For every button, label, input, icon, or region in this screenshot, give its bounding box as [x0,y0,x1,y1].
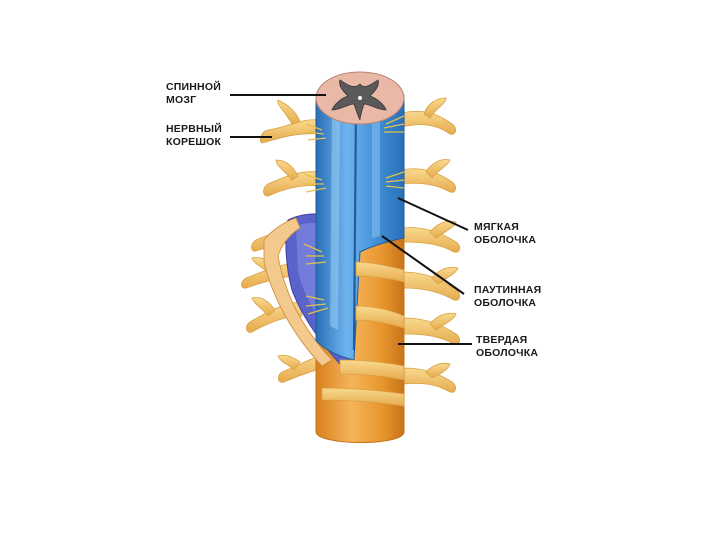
label-dura-mater: ТВЕРДАЯ ОБОЛОЧКА [476,334,538,360]
label-arachnoid-mater: ПАУТИННАЯ ОБОЛОЧКА [474,284,541,310]
label-nerve-root: НЕРВНЫЙ КОРЕШОК [166,123,222,149]
leader-lines [230,94,472,345]
nerve-left-5b [251,297,276,317]
right-nerves [397,97,460,393]
central-canal [358,96,362,100]
label-pia-mater-line1: МЯГКАЯ [474,221,519,233]
label-pia-mater: МЯГКАЯ ОБОЛОЧКА [474,221,536,247]
anterior-median-fissure [352,103,358,351]
nerve-front-3 [339,359,405,381]
rootlets [303,115,405,315]
label-spinal-cord: СПИННОЙ МОЗГ [166,81,221,107]
label-nerve-root-line2: КОРЕШОК [166,136,222,148]
label-pia-mater-line2: ОБОЛОЧКА [474,234,537,246]
nerve-left-6b [277,354,301,371]
label-nerve-root-line1: НЕРВНЫЙ [166,123,222,135]
label-dura-mater-line2: ОБОЛОЧКА [476,347,539,359]
label-arachnoid-mater-line2: ОБОЛОЧКА [474,297,537,309]
dura-flap-left [263,217,333,367]
nerve-front-2 [355,305,405,329]
leader-pia [397,197,469,231]
front-nerves [321,261,405,407]
nerve-left-1b [277,99,301,125]
nerve-front-4 [321,387,405,407]
nerve-right-6b [425,362,451,379]
nerve-right-2b [425,159,451,179]
nerve-left-2b [275,159,299,181]
label-spinal-cord-line1: СПИННОЙ [166,81,221,93]
leader-arachnoid [381,235,465,295]
label-arachnoid-mater-line1: ПАУТИННАЯ [474,284,542,296]
nerve-front-1 [355,261,405,283]
nerve-right-5b [429,312,457,331]
cord-highlight-right [372,104,380,238]
nerve-right-1b [423,97,447,119]
cross-section-grey-matter [331,79,387,121]
label-dura-mater-line1: ТВЕРДАЯ [476,334,528,346]
nerve-right-3b [429,220,457,239]
cord-highlight [330,108,340,330]
nerve-right-4b [431,266,459,285]
label-spinal-cord-line2: МОЗГ [166,94,197,106]
